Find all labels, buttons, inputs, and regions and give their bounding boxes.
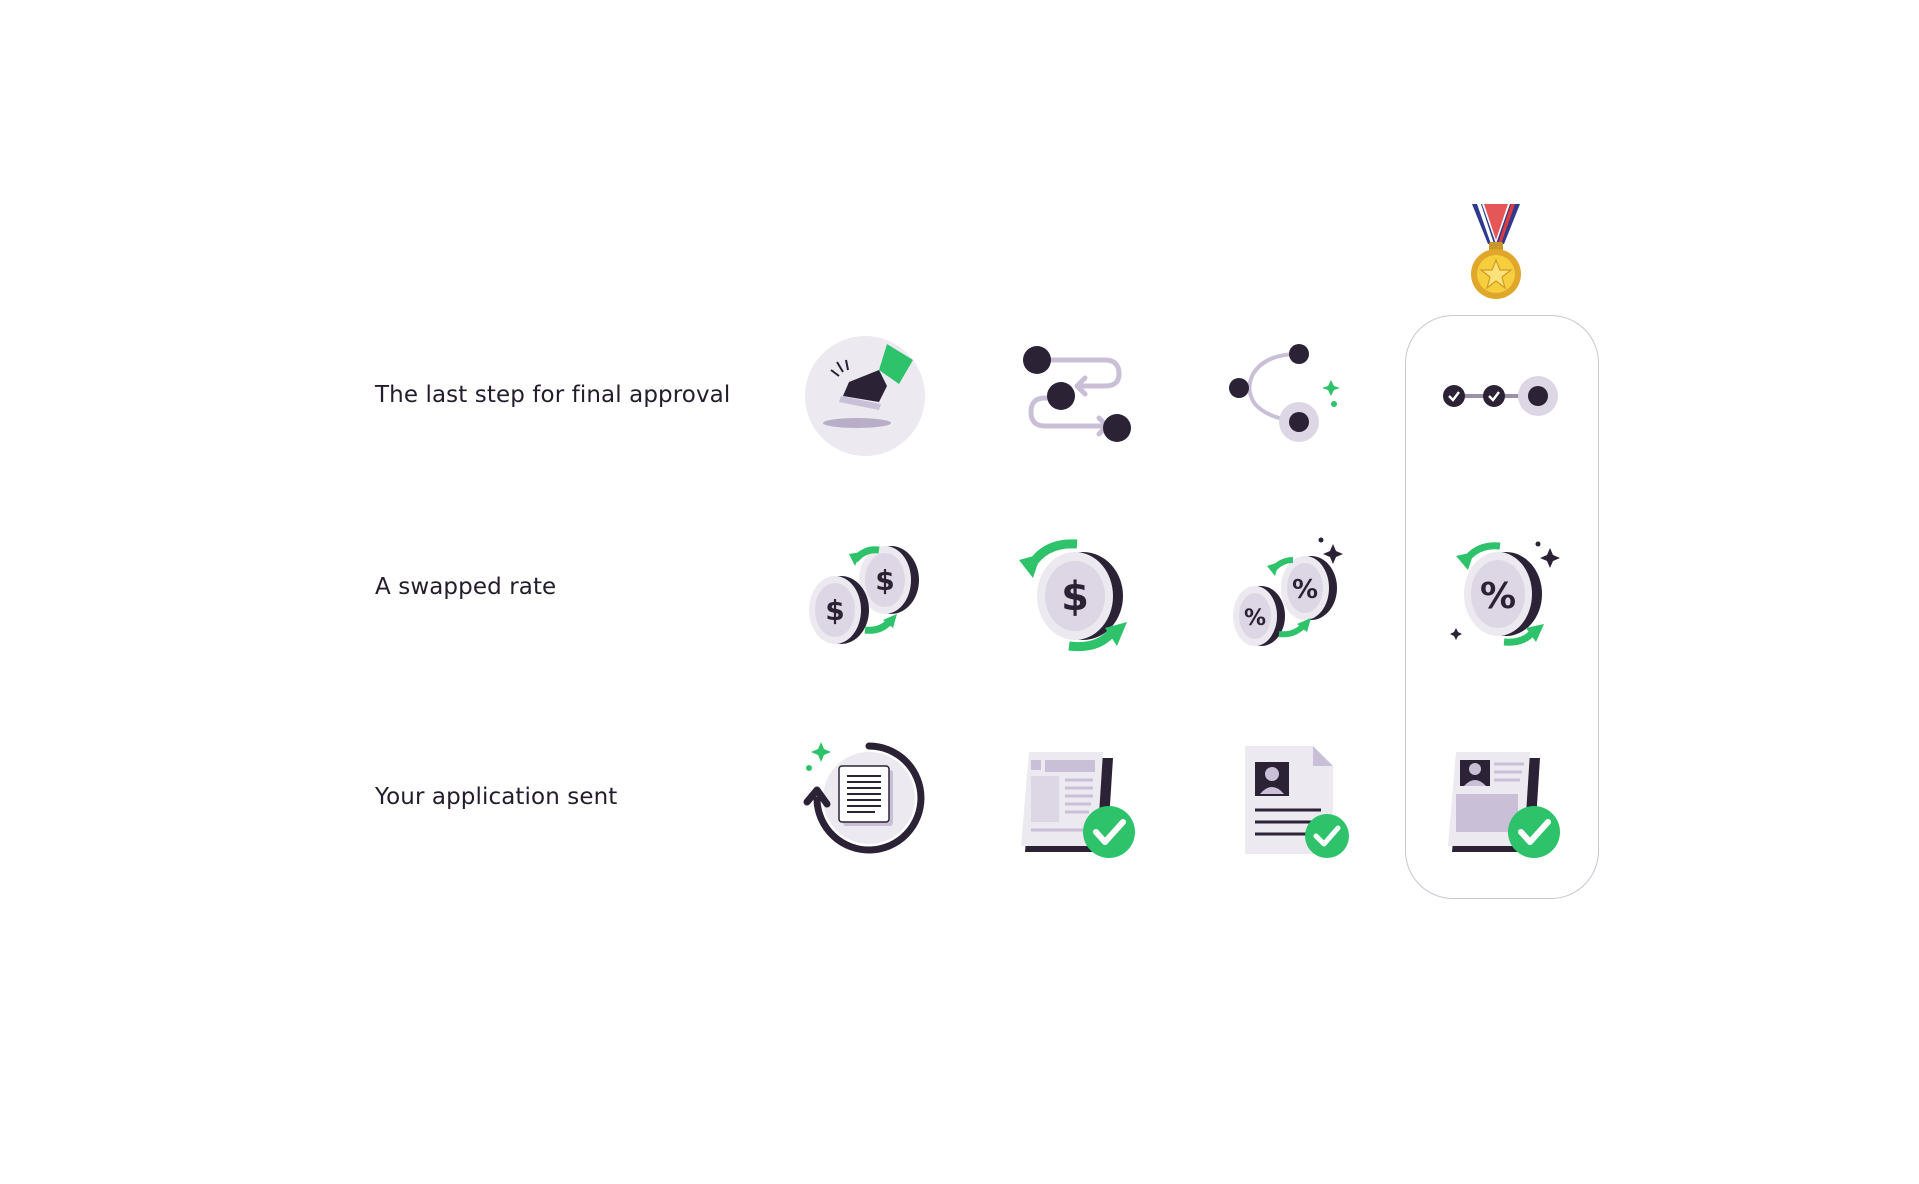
svg-text:$: $: [825, 594, 844, 627]
swap-percent-coins-icon: % %: [1215, 524, 1355, 664]
dollar-coin-refresh-icon: $: [1005, 524, 1145, 664]
winding-path-icon: [1005, 326, 1145, 466]
highlight-column-card: [1405, 315, 1599, 899]
profile-card-check-icon: [1432, 728, 1572, 868]
row-label-swapped-rate: A swapped rate: [375, 574, 557, 600]
row-label-application-sent: Your application sent: [375, 784, 618, 810]
svg-text:%: %: [1480, 576, 1516, 617]
svg-text:%: %: [1292, 575, 1318, 605]
document-refresh-icon: [795, 728, 935, 868]
newspaper-check-icon: [1005, 728, 1145, 868]
branch-path-icon: [1215, 326, 1355, 466]
row-label-final-approval: The last step for final approval: [375, 382, 731, 408]
swap-dollar-coins-icon: $ $: [795, 524, 935, 664]
percent-coin-refresh-icon: %: [1432, 524, 1572, 664]
gold-medal-icon: [1460, 200, 1532, 304]
profile-document-check-icon: [1215, 728, 1355, 868]
progress-steps-icon: [1432, 326, 1572, 466]
svg-text:$: $: [1061, 574, 1089, 620]
svg-text:%: %: [1244, 606, 1266, 631]
svg-text:$: $: [875, 564, 894, 597]
shoe-step-icon: [795, 326, 935, 466]
